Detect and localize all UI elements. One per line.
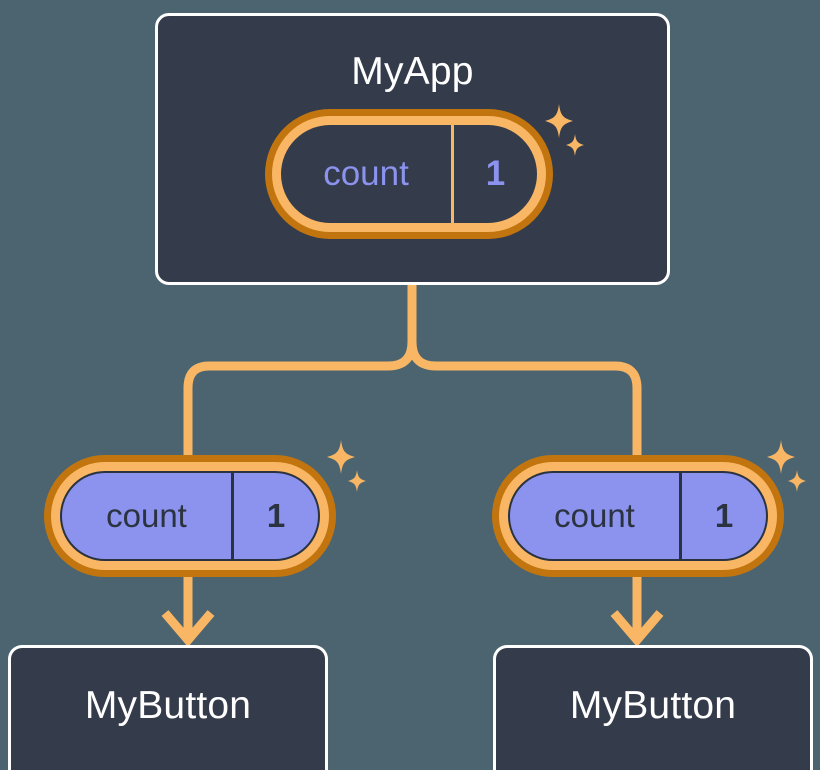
pill-inner-ring: count 1 (499, 462, 777, 570)
pill-key-cell: count (62, 473, 234, 559)
component-node-mybutton-left[interactable]: MyButton (8, 645, 328, 770)
component-title: MyButton (569, 684, 737, 727)
pill-inner-ring: count 1 (272, 116, 546, 232)
arrow-right-head (610, 610, 664, 647)
pill-key-cell: count (510, 473, 682, 559)
state-label: count (554, 497, 635, 534)
connector-tree-branch-right (407, 337, 642, 460)
left-state-pill[interactable]: count 1 (44, 455, 336, 577)
connector-tree-trunk (183, 280, 417, 460)
state-value: 1 (714, 497, 734, 534)
component-node-myapp[interactable]: MyApp (155, 13, 670, 285)
pill-core: count 1 (508, 471, 768, 561)
pill-inner-ring: count 1 (51, 462, 329, 570)
page-title: MyApp (351, 50, 474, 93)
pill-value-cell: 1 (682, 473, 766, 559)
arrow-left-head (161, 610, 215, 647)
right-state-pill[interactable]: count 1 (492, 455, 784, 577)
pill-value-cell: 1 (454, 125, 537, 223)
state-label: count (106, 497, 187, 534)
pill-value-cell: 1 (234, 473, 318, 559)
state-value: 1 (485, 154, 506, 193)
state-value: 1 (266, 497, 286, 534)
component-node-mybutton-right[interactable]: MyButton (493, 645, 813, 770)
myapp-state-pill[interactable]: count 1 (265, 109, 553, 239)
state-label: count (323, 154, 409, 193)
pill-core: count 1 (60, 471, 320, 561)
component-title: MyButton (84, 684, 252, 727)
pill-key-cell: count (281, 125, 454, 223)
pill-core: count 1 (281, 125, 537, 223)
